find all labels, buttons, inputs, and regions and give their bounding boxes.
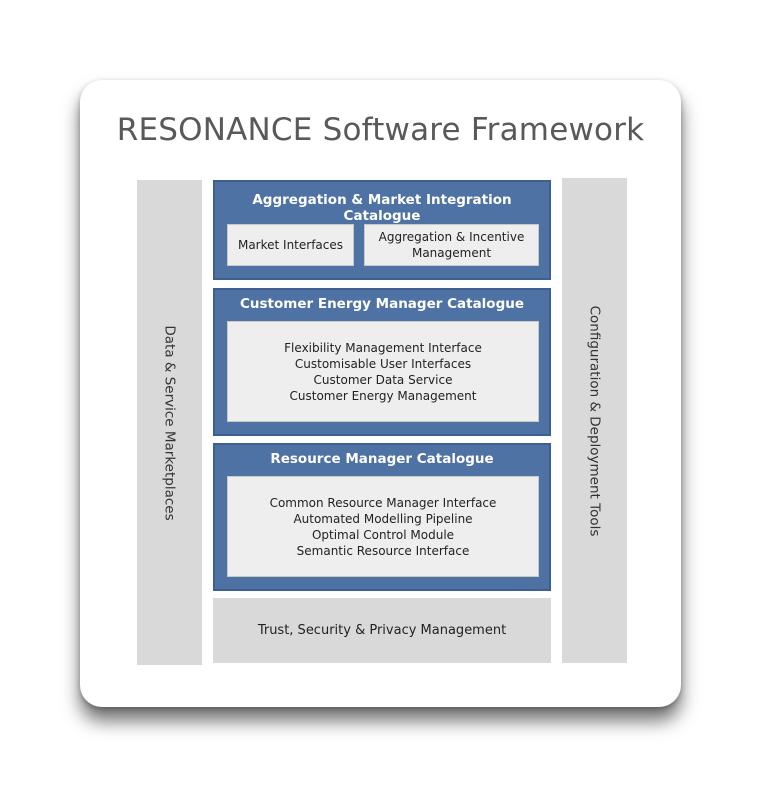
aggregation-market-integration-catalogue: Aggregation & Market Integration Catalog… <box>213 180 551 280</box>
diagram-title: RESONANCE Software Framework <box>116 112 645 148</box>
automated-modelling-pipeline-item: Automated Modelling Pipeline <box>293 511 473 526</box>
resource-manager-catalogue-title: Resource Manager Catalogue <box>270 451 494 467</box>
aggregation-catalogue-title: Aggregation & Market Integration Catalog… <box>252 192 512 224</box>
configuration-deployment-tools-bar: Configuration & Deployment Tools <box>562 178 627 663</box>
aggregation-incentive-label-line1: Aggregation & Incentive <box>378 230 525 244</box>
customisable-user-interfaces-item: Customisable User Interfaces <box>294 356 472 371</box>
resource-manager-components: Common Resource Manager Interface Automa… <box>227 476 539 577</box>
customer-data-service-item: Customer Data Service <box>313 372 453 387</box>
resource-manager-catalogue: Resource Manager Catalogue Common Resour… <box>213 443 551 591</box>
trust-security-privacy-label: Trust, Security & Privacy Management <box>257 623 507 638</box>
customer-energy-manager-catalogue-title: Customer Energy Manager Catalogue <box>239 296 525 312</box>
common-resource-manager-interface-item: Common Resource Manager Interface <box>269 495 497 510</box>
customer-energy-management-item: Customer Energy Management <box>289 388 477 403</box>
data-service-marketplaces-label: Data & Service Marketplaces <box>161 324 178 521</box>
aggregation-incentive-management-box: Aggregation & Incentive Management <box>364 224 539 266</box>
market-interfaces-box: Market Interfaces <box>227 224 354 266</box>
trust-security-privacy-layer: Trust, Security & Privacy Management <box>213 598 551 663</box>
optimal-control-module-item: Optimal Control Module <box>311 527 455 542</box>
customer-energy-manager-components: Flexibility Management Interface Customi… <box>227 321 539 422</box>
flexibility-management-interface-item: Flexibility Management Interface <box>284 340 482 355</box>
data-service-marketplaces-bar: Data & Service Marketplaces <box>137 180 202 665</box>
configuration-deployment-tools-label: Configuration & Deployment Tools <box>586 305 603 536</box>
semantic-resource-interface-item: Semantic Resource Interface <box>296 543 470 558</box>
market-interfaces-label: Market Interfaces <box>237 238 344 252</box>
customer-energy-manager-catalogue: Customer Energy Manager Catalogue Flexib… <box>213 288 551 436</box>
aggregation-incentive-label-line2: Management <box>411 246 492 260</box>
